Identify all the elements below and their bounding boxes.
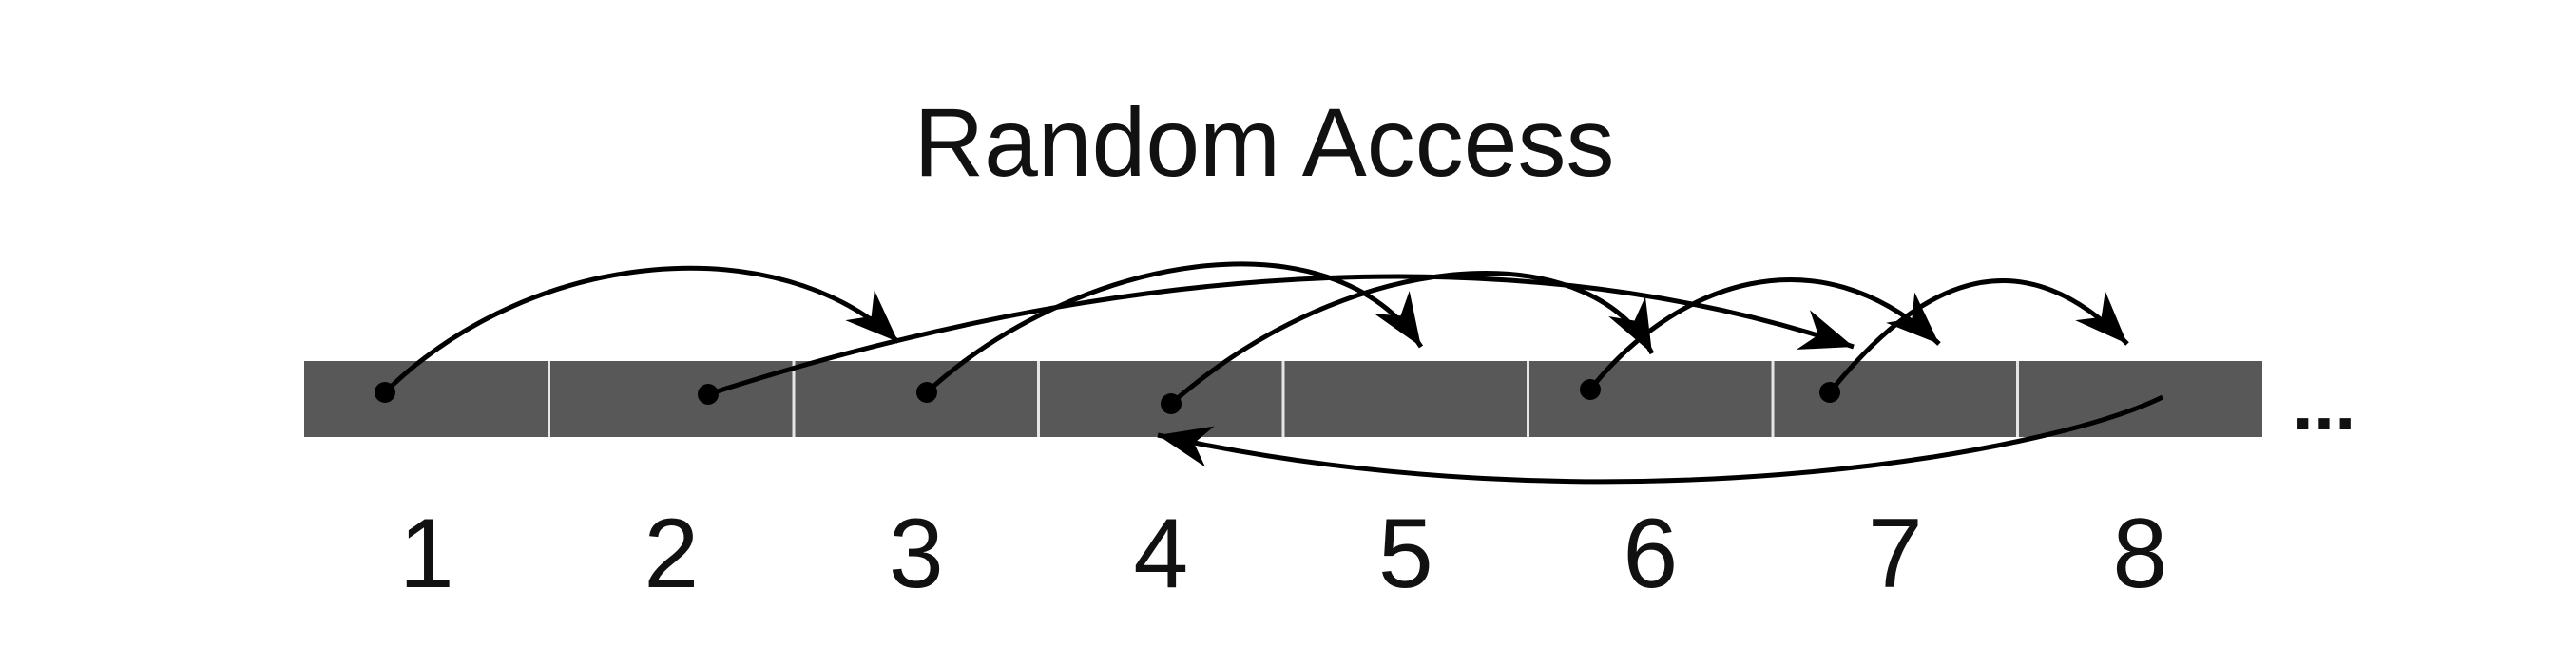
- arrow-head-6-to-7: [1886, 292, 1939, 344]
- access-arrow-6-to-7: [1588, 277, 1941, 391]
- memory-cells: [304, 361, 2262, 437]
- access-arrow-4-to-6: [1169, 271, 1655, 406]
- arrow-head-8-to-4: [1158, 426, 1215, 467]
- arrow-head-1-to-3: [845, 290, 898, 342]
- arrow-origin-dot-3: [916, 382, 937, 403]
- diagram-title: Random Access: [913, 88, 1614, 197]
- arrow-origin-dot-1: [375, 382, 395, 403]
- access-arrow-2-to-7: [707, 274, 1855, 397]
- access-arrow-8-to-4: [1157, 394, 2164, 484]
- arrow-head-2-to-7: [1796, 310, 1854, 350]
- cell-label-4: 4: [1133, 499, 1188, 609]
- arrow-origin-dot-4: [1161, 393, 1182, 414]
- cell-index-labels: 1 2 3 4 5 6 7 8: [399, 499, 2167, 609]
- cell-label-6: 6: [1623, 499, 1678, 609]
- access-arrow-7-to-8: [1828, 278, 2129, 394]
- continuation-ellipsis: ...: [2293, 361, 2356, 446]
- access-arrow-1-to-3: [383, 265, 900, 394]
- cell-label-3: 3: [889, 499, 944, 609]
- access-arrow-3-to-5: [925, 261, 1424, 394]
- arrow-head-3-to-5: [1374, 291, 1421, 347]
- cell-label-1: 1: [399, 499, 454, 609]
- access-arrows: [375, 261, 2164, 484]
- cell-label-7: 7: [1868, 499, 1923, 609]
- arrow-head-7-to-8: [2075, 291, 2127, 344]
- cell-label-5: 5: [1378, 499, 1433, 609]
- cell-label-8: 8: [2112, 499, 2167, 609]
- arrow-origin-dot-2: [698, 384, 719, 405]
- cell-label-2: 2: [644, 499, 699, 609]
- arrow-origin-dot-6: [1580, 379, 1601, 400]
- arrow-origin-dot-7: [1819, 382, 1840, 403]
